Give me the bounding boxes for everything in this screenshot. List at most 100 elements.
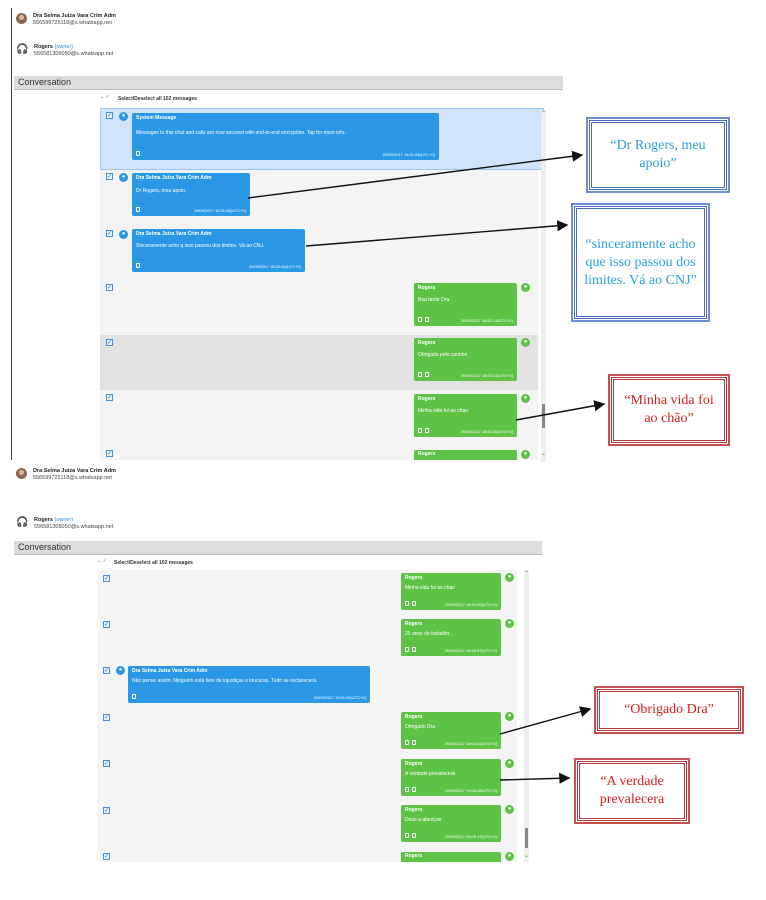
message-time: 20/09/2017 18:52:23(UTC+0)	[460, 373, 513, 378]
chevron-up-icon[interactable]: ⌃	[541, 111, 547, 117]
message-bubble[interactable]: Rogers Deus a abençoe 20/09/2017 20:05:1…	[401, 805, 501, 842]
message-checkbox[interactable]: ✓	[103, 760, 110, 767]
user-avatar-icon: ●	[505, 573, 514, 582]
arrow-4	[499, 706, 592, 735]
callout-minha-vida: “Minha vida foi ao chão”	[608, 374, 730, 446]
participant-name: Rogers	[34, 517, 53, 523]
message-sender: System Message	[136, 115, 177, 121]
select-all-toggle[interactable]: Select/Deselect all 102 messages	[118, 96, 197, 102]
message-text: Sinceramente acho q isso passou dos limi…	[136, 243, 265, 249]
attachment-icon[interactable]	[412, 833, 416, 838]
message-text: Minha vida foi ao chao	[405, 585, 456, 591]
attachment-icon[interactable]	[405, 740, 409, 745]
message-bubble[interactable]: Dra Selma Juiza Vara Crim Adm Sinceramen…	[132, 229, 305, 272]
message-time: 20/09/2017 19:04:40(UTC+0)	[444, 741, 497, 746]
attachment-icon[interactable]	[412, 647, 416, 652]
message-text: Deus a abençoe	[405, 817, 442, 823]
message-bubble[interactable]: Rogers 25 anos de trabalho. 20/09/2017 1…	[401, 619, 501, 656]
message-time: 20/09/2017 18:52:30(UTC+0)	[460, 429, 513, 434]
message-bubble[interactable]: Rogers	[401, 852, 501, 862]
chevron-up-icon[interactable]: ⌃	[524, 571, 530, 577]
message-text: Minha vida foi ao chao	[418, 408, 469, 414]
scrollbar-thumb[interactable]	[542, 404, 545, 428]
attachment-icon[interactable]	[405, 601, 409, 606]
message-bubble[interactable]: Rogers Boa tarde Dra 20/09/2017 18:52:14…	[414, 283, 517, 326]
user-avatar-icon: ●	[505, 619, 514, 628]
participant-jid: 556599725118@s.whatsapp.net	[33, 20, 112, 26]
message-checkbox[interactable]: ✓	[103, 807, 110, 814]
message-time: 20/09/2017 18:31:54(UTC+0)	[382, 152, 435, 157]
scrollbar[interactable]: ⌃ ⌄	[541, 110, 546, 462]
message-checkbox[interactable]: ✓	[106, 450, 113, 457]
collapse-chevron-icon[interactable]: ⌄ ✓	[97, 558, 107, 564]
user-avatar-icon: ●	[505, 712, 514, 721]
message-text: 25 anos de trabalho.	[405, 631, 451, 637]
owner-badge: (owner)	[54, 44, 74, 50]
message-text: Obrigado Dra	[405, 724, 436, 730]
attachment-icon[interactable]	[412, 787, 416, 792]
message-bubble[interactable]: Rogers Minha vida foi ao chao 20/09/2017…	[401, 573, 501, 610]
attachment-icon[interactable]	[405, 647, 409, 652]
message-bubble[interactable]: Rogers Minha vida foi ao chao 20/09/2017…	[414, 394, 517, 437]
attachment-icon[interactable]	[136, 263, 140, 268]
attachment-icon[interactable]	[412, 601, 416, 606]
message-text: A verdade prevalecerá	[405, 771, 456, 777]
message-sender: Dra Selma Juiza Vara Crim Adm	[136, 231, 212, 237]
message-text: Dr Rogers, meu apoio.	[136, 188, 187, 194]
attachment-icon[interactable]	[425, 317, 429, 322]
arrow-5	[499, 772, 571, 784]
attachment-icon[interactable]	[412, 740, 416, 745]
message-bubble[interactable]: Rogers A verdade prevalecerá 20/09/2017 …	[401, 759, 501, 796]
attachment-icon[interactable]	[136, 207, 140, 212]
message-checkbox[interactable]: ✓	[103, 667, 110, 674]
collapse-chevron-icon[interactable]: ⌄ ✓	[100, 94, 110, 100]
message-checkbox[interactable]: ✓	[106, 112, 113, 119]
attachment-icon[interactable]	[136, 151, 140, 156]
message-checkbox[interactable]: ✓	[106, 284, 113, 291]
callout-dr-rogers: “Dr Rogers, meu apoio”	[586, 117, 730, 193]
message-checkbox[interactable]: ✓	[103, 714, 110, 721]
attachment-icon[interactable]	[405, 833, 409, 838]
participant-rogers: 🎧 Rogers (owner) 556581305050@s.whatsapp…	[16, 44, 113, 58]
attachment-icon[interactable]	[418, 428, 422, 433]
message-checkbox[interactable]: ✓	[106, 230, 113, 237]
message-sender: Rogers	[418, 340, 436, 346]
message-bubble[interactable]: Rogers	[414, 450, 517, 460]
user-avatar-icon: ●	[521, 338, 530, 347]
chevron-down-icon[interactable]: ⌄	[524, 853, 530, 859]
headset-icon: 🎧	[16, 44, 29, 55]
message-bubble[interactable]: Rogers Obrigado pelo carinho 20/09/2017 …	[414, 338, 517, 381]
message-checkbox[interactable]: ✓	[106, 173, 113, 180]
message-bubble[interactable]: System Message Messages to this chat and…	[132, 113, 439, 160]
scrollbar-thumb[interactable]	[525, 828, 528, 848]
attachment-icon[interactable]	[425, 372, 429, 377]
attachment-icon[interactable]	[132, 694, 136, 699]
message-checkbox[interactable]: ✓	[106, 339, 113, 346]
attachment-icon[interactable]	[425, 428, 429, 433]
participant-name: Rogers	[34, 44, 53, 50]
callout-sinceramente: “sinceramente acho que isso passou dos l…	[571, 203, 710, 322]
message-checkbox[interactable]: ✓	[103, 853, 110, 860]
scrollbar[interactable]: ⌃ ⌄	[524, 570, 529, 862]
chevron-down-icon[interactable]: ⌄	[541, 451, 547, 457]
message-text: Boa tarde Dra	[418, 297, 450, 303]
message-checkbox[interactable]: ✓	[106, 394, 113, 401]
message-sender: Rogers	[405, 575, 423, 581]
message-bubble[interactable]: Dra Selma Juiza Vara Crim Adm Não pense …	[128, 666, 370, 703]
message-time: 20/09/2017 19:04:48(UTC+0)	[444, 788, 497, 793]
callout-a-verdade: “A verdade prevalecera	[574, 758, 690, 824]
participant-jid: 556581305050@s.whatsapp.net	[34, 524, 114, 530]
message-checkbox[interactable]: ✓	[103, 575, 110, 582]
message-bubble[interactable]: Rogers Obrigado Dra 20/09/2017 19:04:40(…	[401, 712, 501, 749]
attachment-icon[interactable]	[405, 787, 409, 792]
user-avatar-icon: ●	[521, 450, 530, 459]
attachment-icon[interactable]	[418, 372, 422, 377]
window-edge	[11, 8, 12, 460]
message-bubble[interactable]: Dra Selma Juiza Vara Crim Adm Dr Rogers,…	[132, 173, 250, 216]
user-avatar-icon	[16, 468, 27, 479]
message-checkbox[interactable]: ✓	[103, 621, 110, 628]
select-all-toggle[interactable]: Select/Deselect all 102 messages	[114, 560, 193, 566]
attachment-icon[interactable]	[418, 317, 422, 322]
message-text: Não pense assim. Ninguém está livre de i…	[132, 678, 318, 684]
user-avatar-icon: ●	[521, 394, 530, 403]
